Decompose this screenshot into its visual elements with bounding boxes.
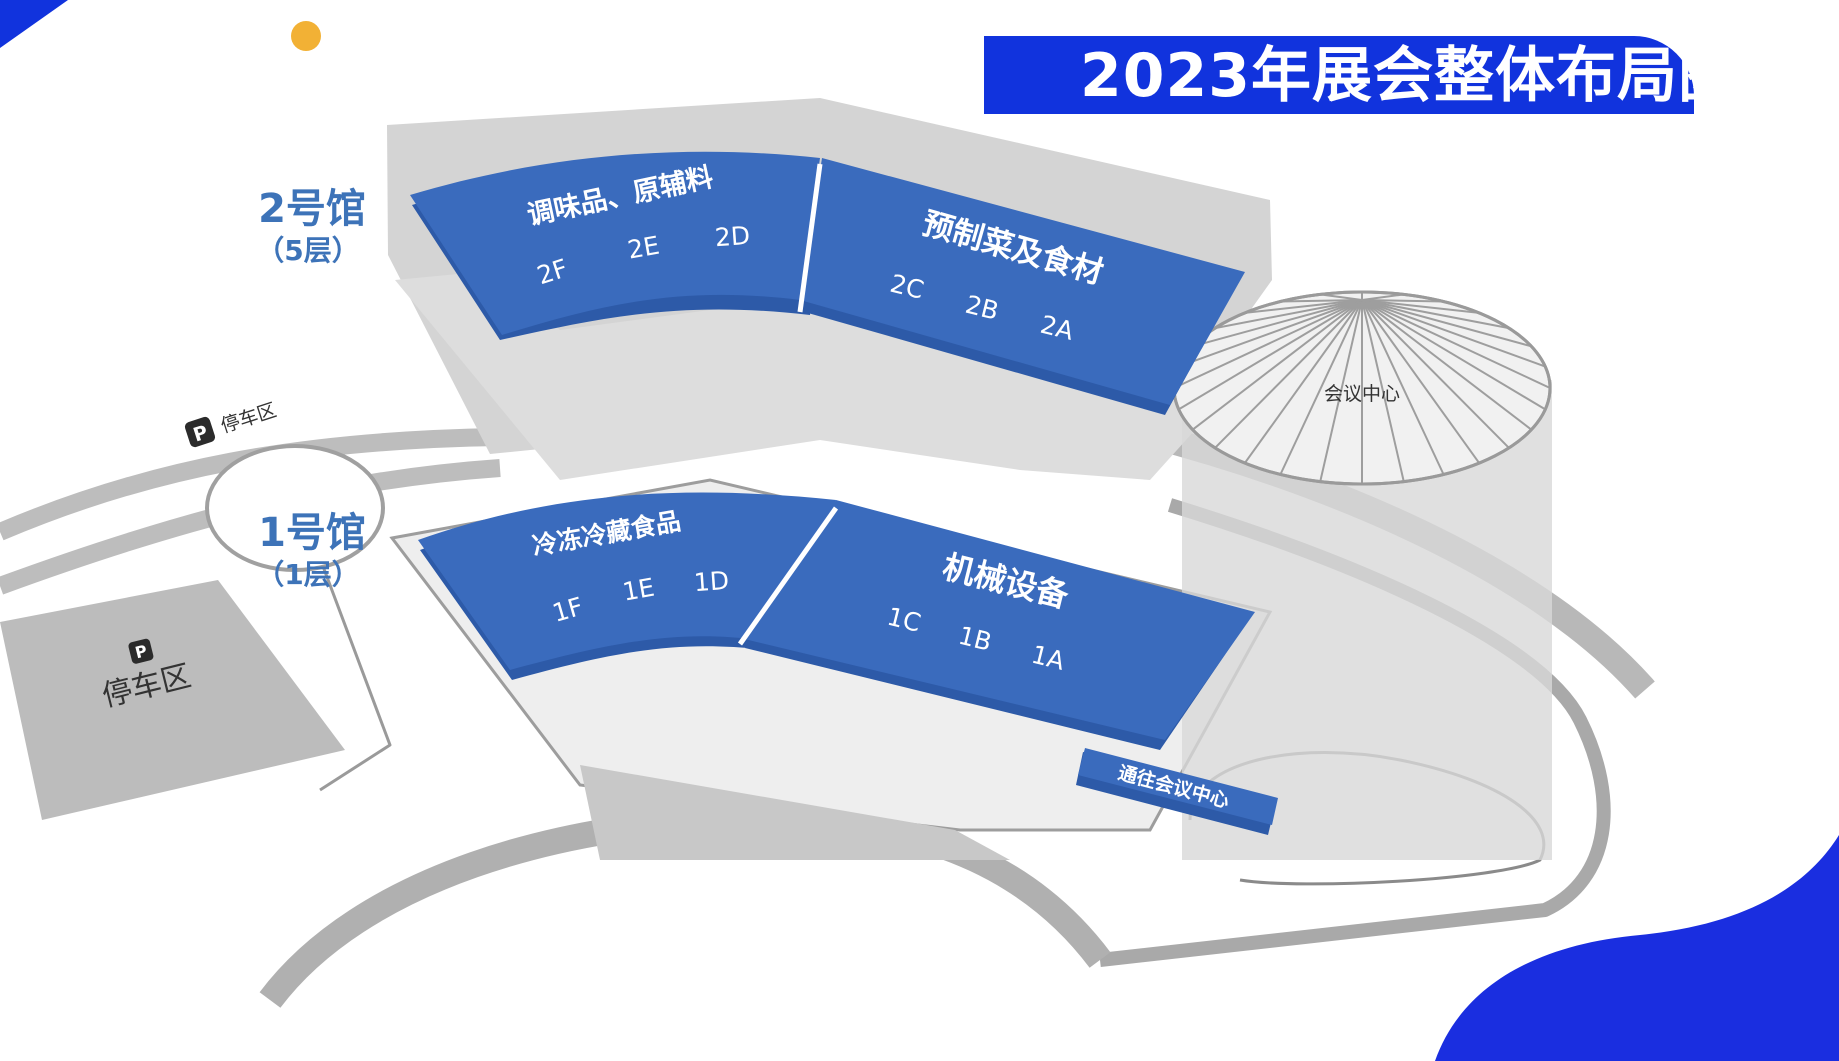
dome-rib: [1361, 299, 1480, 314]
dome-rib: [1244, 299, 1363, 314]
conference-link-bridge: [1076, 748, 1278, 835]
hall-1-floor: （1层）: [256, 558, 359, 591]
dome-rib: [1279, 299, 1363, 475]
conference-dome: [1172, 290, 1552, 486]
dome-rib: [1361, 299, 1444, 303]
corner-decoration-bottom-right: [1435, 835, 1839, 1061]
dome-rib: [1361, 299, 1551, 389]
zone-code-2d: 2D: [714, 221, 751, 252]
dome-rib: [1173, 299, 1363, 389]
dome-rib: [1192, 299, 1363, 348]
dome-rib: [1243, 299, 1363, 464]
dome-rib: [1214, 299, 1363, 449]
dome-rib: [1361, 299, 1532, 348]
dome-rib: [1361, 299, 1510, 449]
map-title: 2023年展会整体布局图: [1080, 41, 1739, 111]
dome-rib: [1214, 299, 1363, 330]
dome-rib: [1178, 299, 1363, 368]
dome-rib: [1361, 293, 1404, 301]
hall-2-floorplan: [410, 151, 1245, 415]
parking-lot-left: [0, 580, 345, 820]
conference-center-label: 会议中心: [1324, 383, 1400, 405]
dome-rib: [1361, 299, 1510, 330]
dome-rib: [1361, 299, 1546, 411]
hall-1-floorplan: [418, 492, 1255, 750]
svg-text:P: P: [133, 641, 149, 662]
parking-icon: [128, 638, 154, 664]
dome-rib: [1361, 299, 1546, 368]
hall-2-name: 2号馆: [258, 186, 366, 232]
dome-rib: [1178, 299, 1363, 411]
dome-rib: [1361, 299, 1445, 475]
dome-rib: [1191, 299, 1363, 431]
dome-rib: [1320, 293, 1363, 301]
dome-rib: [1361, 299, 1533, 431]
dome-rib: [1319, 299, 1363, 482]
parking-icon: [184, 416, 216, 448]
dome-rib: [1361, 299, 1481, 464]
dome-rib: [1361, 299, 1405, 482]
hall-2-floor: （5层）: [256, 234, 359, 267]
zone-code-1e: 1E: [620, 573, 656, 607]
zone-code-1d: 1D: [693, 566, 730, 597]
parking-marker-top: P 停车区: [184, 399, 279, 448]
dome-rib: [1280, 299, 1363, 303]
hall-1-name: 1号馆: [258, 510, 366, 556]
corner-decoration-top-left: [0, 0, 68, 48]
parking-label-top: 停车区: [218, 399, 279, 438]
svg-text:P: P: [191, 421, 211, 446]
title-banner: [984, 36, 1694, 114]
decorative-dot: [291, 21, 321, 51]
zone-code-2e: 2E: [625, 231, 661, 265]
